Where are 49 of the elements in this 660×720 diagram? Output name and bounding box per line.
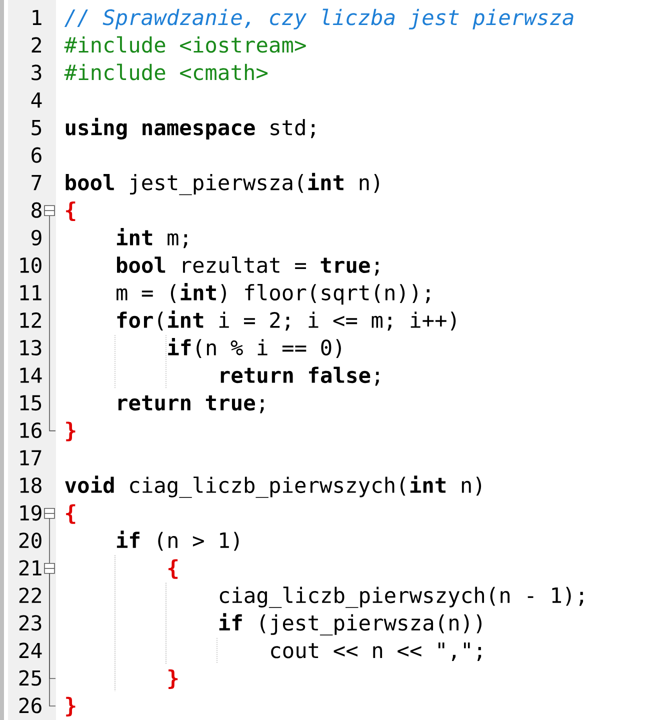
- line-number: 20: [19, 532, 42, 548]
- code-line: }: [66, 696, 76, 716]
- line-number: 19: [20, 505, 42, 521]
- line-number: 4: [31, 92, 42, 108]
- line-number: 8: [32, 202, 42, 218]
- code-line: for(int i = 2; i <= m; i++): [117, 310, 456, 331]
- code-line: }: [66, 422, 76, 442]
- line-number: 15: [20, 395, 42, 411]
- code-line: if (jest_pierwsza(n)): [219, 613, 482, 636]
- line-number: 1: [32, 10, 42, 25]
- code-line: bool jest_pierwsza(int n): [66, 172, 379, 196]
- line-number: 11: [20, 285, 42, 300]
- line-number: 21: [19, 560, 42, 576]
- line-number: 26: [19, 698, 42, 714]
- code-line: using namespace std;: [66, 118, 315, 140]
- code-line: }: [168, 669, 178, 689]
- code-line: if(n % i == 0): [168, 338, 341, 358]
- code-line: return true;: [118, 395, 264, 414]
- line-number: 6: [32, 147, 42, 163]
- code-line: #include <cmath>: [64, 64, 268, 80]
- line-number: 3: [32, 64, 42, 80]
- code-line: cout << n << ",";: [271, 642, 482, 661]
- code-line: void ciag_liczb_pierwszych(int n): [65, 476, 482, 498]
- code-line: {: [168, 559, 178, 579]
- line-number: 13: [20, 340, 42, 356]
- code-line: #include <iostream>: [64, 36, 306, 53]
- line-number: 18: [20, 477, 42, 494]
- line-number: 23: [19, 615, 42, 631]
- code-line: {: [66, 504, 76, 524]
- line-number: 22: [19, 588, 41, 603]
- line-number: 12: [20, 312, 41, 328]
- code-line: int m;: [116, 228, 188, 248]
- line-number: 14: [20, 368, 42, 383]
- code-line: bool rezultat = true;: [117, 256, 379, 276]
- line-number: 9: [32, 230, 42, 246]
- line-number: 24: [19, 642, 42, 658]
- code-line: if (n > 1): [116, 530, 239, 551]
- line-number: 25: [19, 670, 42, 686]
- line-number: 17: [20, 450, 42, 466]
- line-number: 10: [20, 257, 42, 273]
- code-line: return false;: [220, 366, 379, 386]
- code-line: ciag_liczb_pierwszych(n - 1);: [220, 586, 584, 608]
- line-number: 7: [32, 175, 42, 190]
- code-line: m = (int) floor(sqrt(n));: [116, 282, 430, 305]
- code-line: // Sprawdzanie, czy liczba jest pierwsza: [64, 8, 574, 30]
- line-number: 2: [32, 37, 41, 52]
- line-number: 5: [32, 120, 42, 136]
- line-number: 16: [20, 422, 42, 438]
- code-line: {: [66, 202, 76, 222]
